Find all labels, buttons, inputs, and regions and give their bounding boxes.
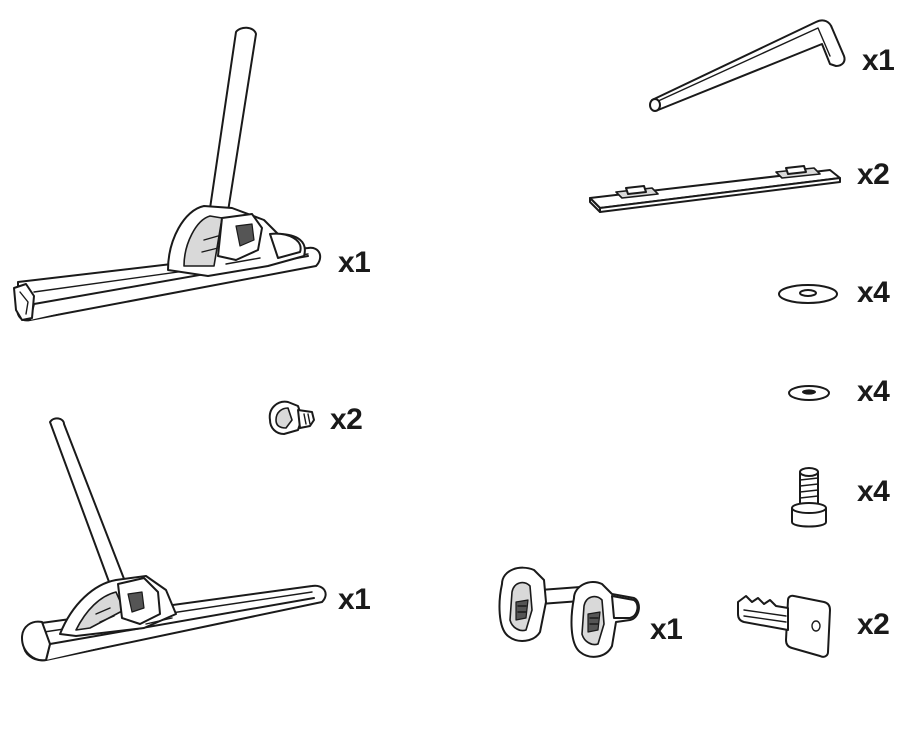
lock-key-icon bbox=[737, 594, 831, 658]
rear-wheel-holder-icon bbox=[21, 417, 327, 662]
end-caps-qty: x2 bbox=[330, 403, 363, 436]
front-wheel-holder-icon bbox=[13, 26, 322, 322]
allen-key-qty: x1 bbox=[862, 44, 895, 77]
allen-key-icon bbox=[649, 19, 846, 112]
adapter-plate-icon bbox=[589, 165, 841, 213]
large-washer-qty: x4 bbox=[857, 276, 890, 309]
small-washer-qty: x4 bbox=[857, 375, 890, 408]
rear-holder-qty: x1 bbox=[338, 583, 371, 616]
large-washer-icon bbox=[778, 284, 838, 304]
bolt-icon bbox=[791, 467, 827, 528]
end-cap-icon bbox=[268, 400, 315, 435]
front-holder-qty: x1 bbox=[338, 246, 371, 279]
fork-mount-qty: x1 bbox=[650, 613, 683, 646]
fork-mount-icon bbox=[498, 566, 640, 658]
small-washer-icon bbox=[788, 385, 830, 401]
adapter-plate-qty: x2 bbox=[857, 158, 890, 191]
bolt-qty: x4 bbox=[857, 475, 890, 508]
keys-qty: x2 bbox=[857, 608, 890, 641]
